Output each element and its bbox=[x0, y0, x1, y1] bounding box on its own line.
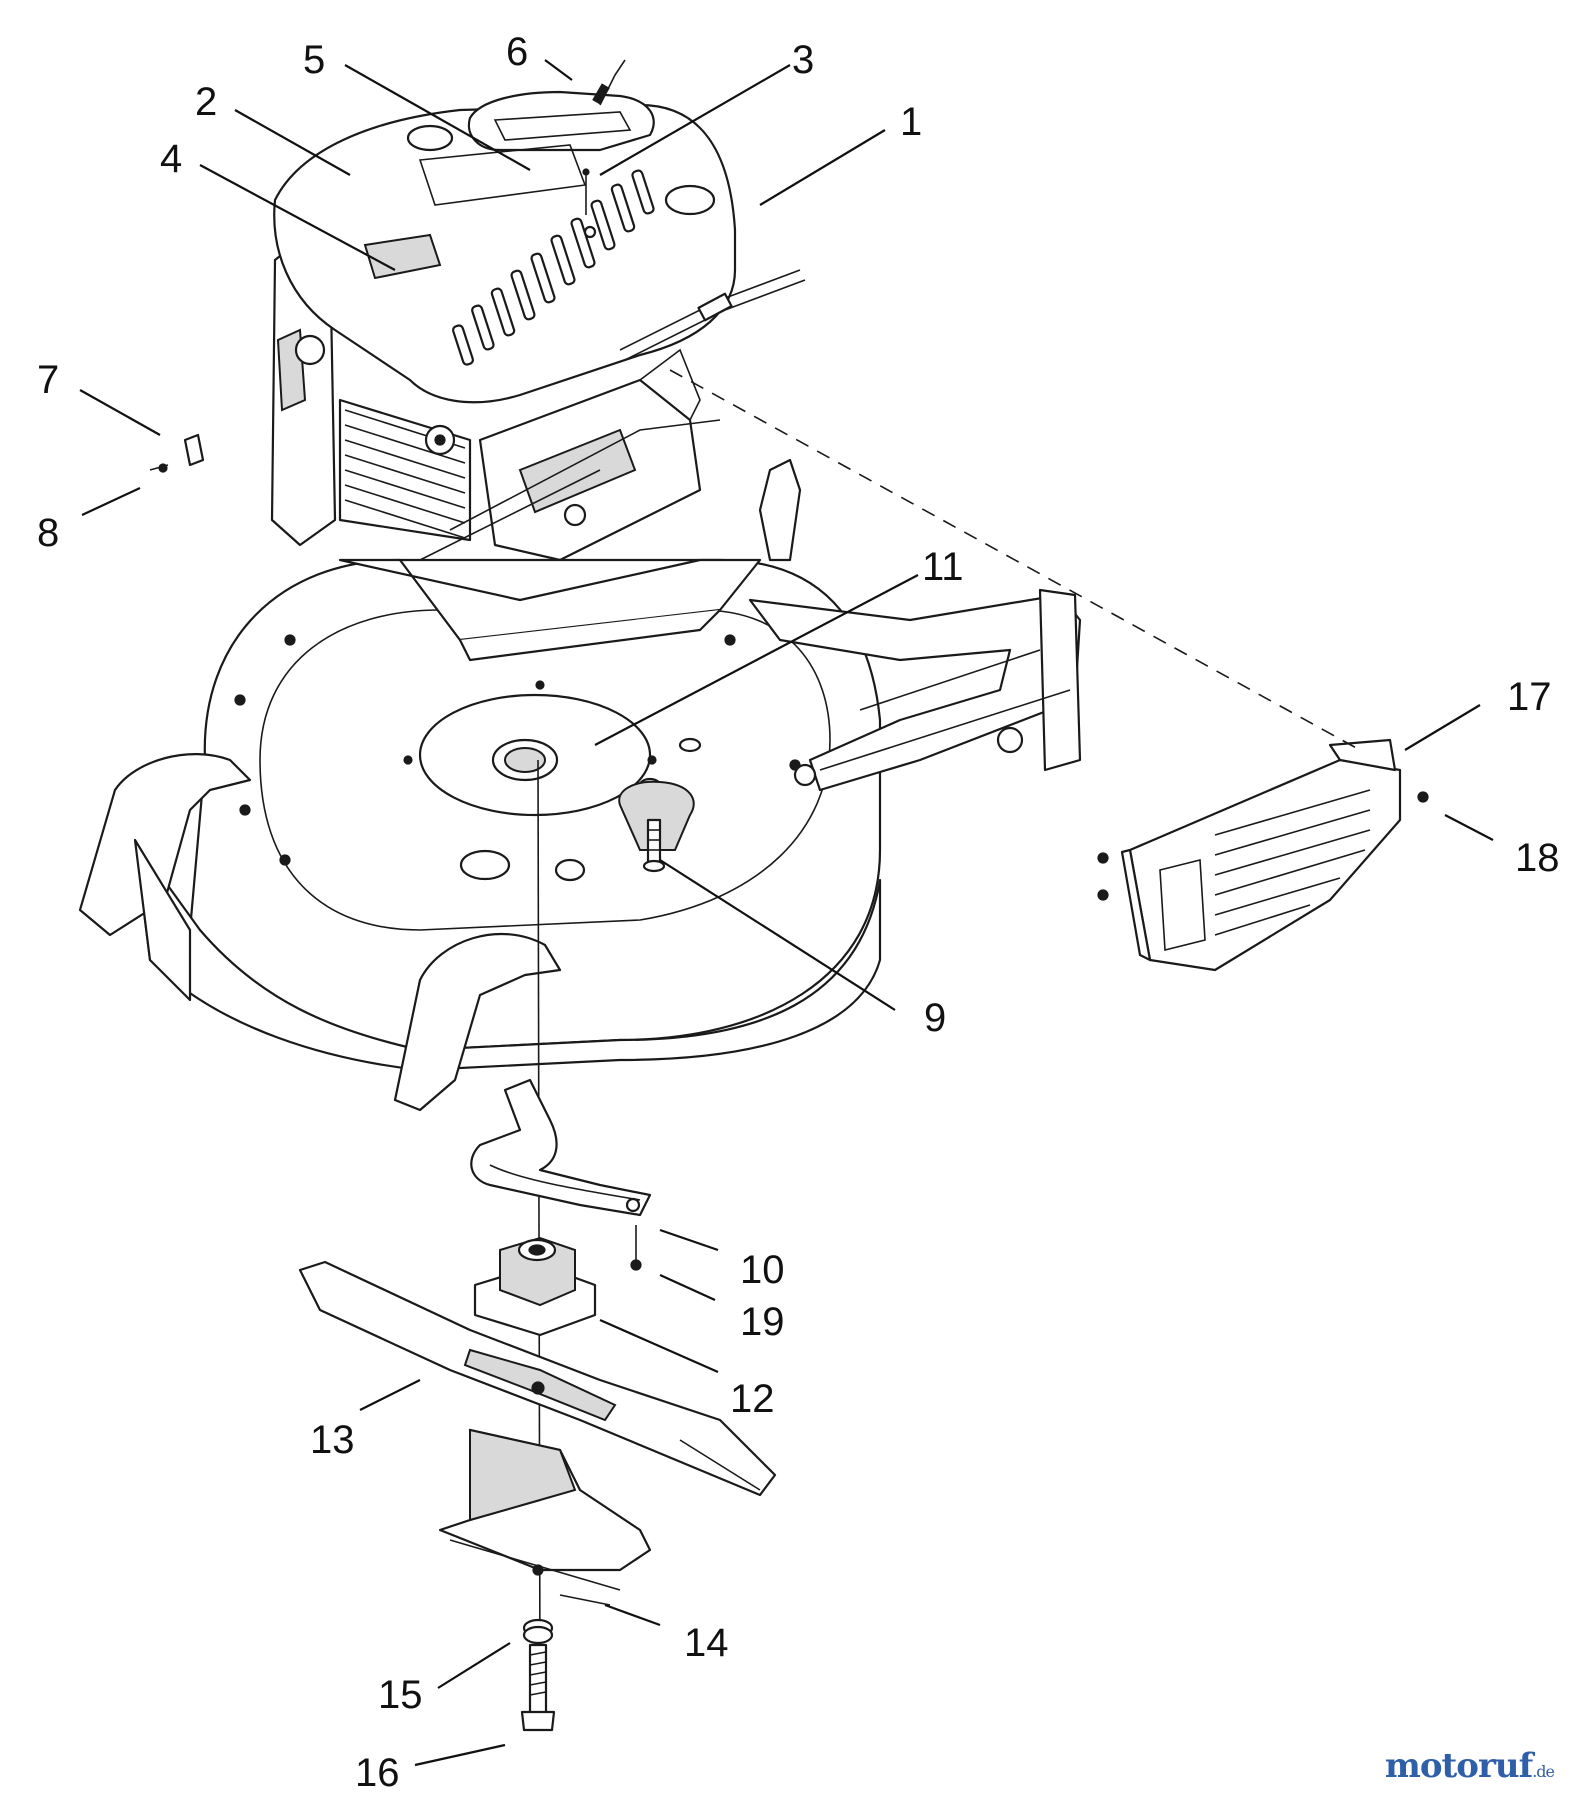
callout-19: 19 bbox=[740, 1300, 785, 1344]
callout-11: 11 bbox=[922, 545, 964, 589]
callout-6: 6 bbox=[506, 30, 528, 74]
guard-screws bbox=[1097, 852, 1109, 901]
mower-blade bbox=[298, 1260, 777, 1497]
blade-washer bbox=[522, 1618, 554, 1645]
guard-screw-right bbox=[1417, 791, 1429, 803]
baffle bbox=[470, 1078, 652, 1217]
callout-12: 12 bbox=[730, 1377, 775, 1421]
watermark-brand: motoruf bbox=[1384, 1746, 1533, 1786]
fuel-cap bbox=[406, 124, 454, 152]
cylinder-fins bbox=[344, 409, 466, 539]
front-left-bracket bbox=[78, 753, 252, 937]
watermark-logo: motoruf.de bbox=[1384, 1746, 1555, 1786]
rear-guard-slots bbox=[1159, 789, 1371, 952]
warning-label bbox=[363, 233, 442, 280]
callout-4: 4 bbox=[160, 137, 182, 181]
callout-7: 7 bbox=[37, 358, 59, 402]
mulching-blade bbox=[438, 1428, 652, 1606]
callout-labels: 1 2 3 4 5 6 7 8 9 10 11 12 13 14 15 16 1… bbox=[37, 30, 1560, 1795]
front-right-bracket bbox=[393, 932, 562, 1112]
callout-17: 17 bbox=[1507, 675, 1552, 719]
callout-10: 10 bbox=[740, 1248, 785, 1292]
baffle-screw bbox=[630, 1225, 642, 1271]
callout-5: 5 bbox=[303, 38, 325, 82]
callout-1: 1 bbox=[900, 100, 922, 144]
callout-15: 15 bbox=[378, 1673, 423, 1717]
blade-adapter bbox=[473, 1236, 597, 1337]
assembly-dashline bbox=[669, 369, 1361, 751]
watermark-suffix: .de bbox=[1532, 1762, 1555, 1781]
callout-13: 13 bbox=[310, 1418, 355, 1462]
callout-16: 16 bbox=[355, 1751, 400, 1795]
blade-bolt bbox=[520, 1643, 556, 1732]
leader-lines bbox=[79, 59, 1494, 1767]
oil-cap bbox=[664, 184, 716, 216]
callout-2: 2 bbox=[195, 80, 217, 124]
callout-18: 18 bbox=[1515, 836, 1560, 880]
mounting-bolt bbox=[618, 780, 695, 873]
callout-8: 8 bbox=[37, 511, 59, 555]
cable-clip bbox=[183, 433, 205, 467]
shroud-screw bbox=[582, 168, 597, 239]
shroud-vents bbox=[452, 169, 655, 366]
engine-assembly bbox=[270, 59, 806, 562]
callout-14: 14 bbox=[684, 1621, 729, 1665]
clip-screw bbox=[149, 463, 169, 473]
decal-area bbox=[418, 144, 587, 206]
mower-deck bbox=[78, 419, 1082, 1112]
callout-9: 9 bbox=[924, 996, 946, 1040]
callout-3: 3 bbox=[792, 38, 814, 82]
rear-guard bbox=[1120, 738, 1402, 972]
